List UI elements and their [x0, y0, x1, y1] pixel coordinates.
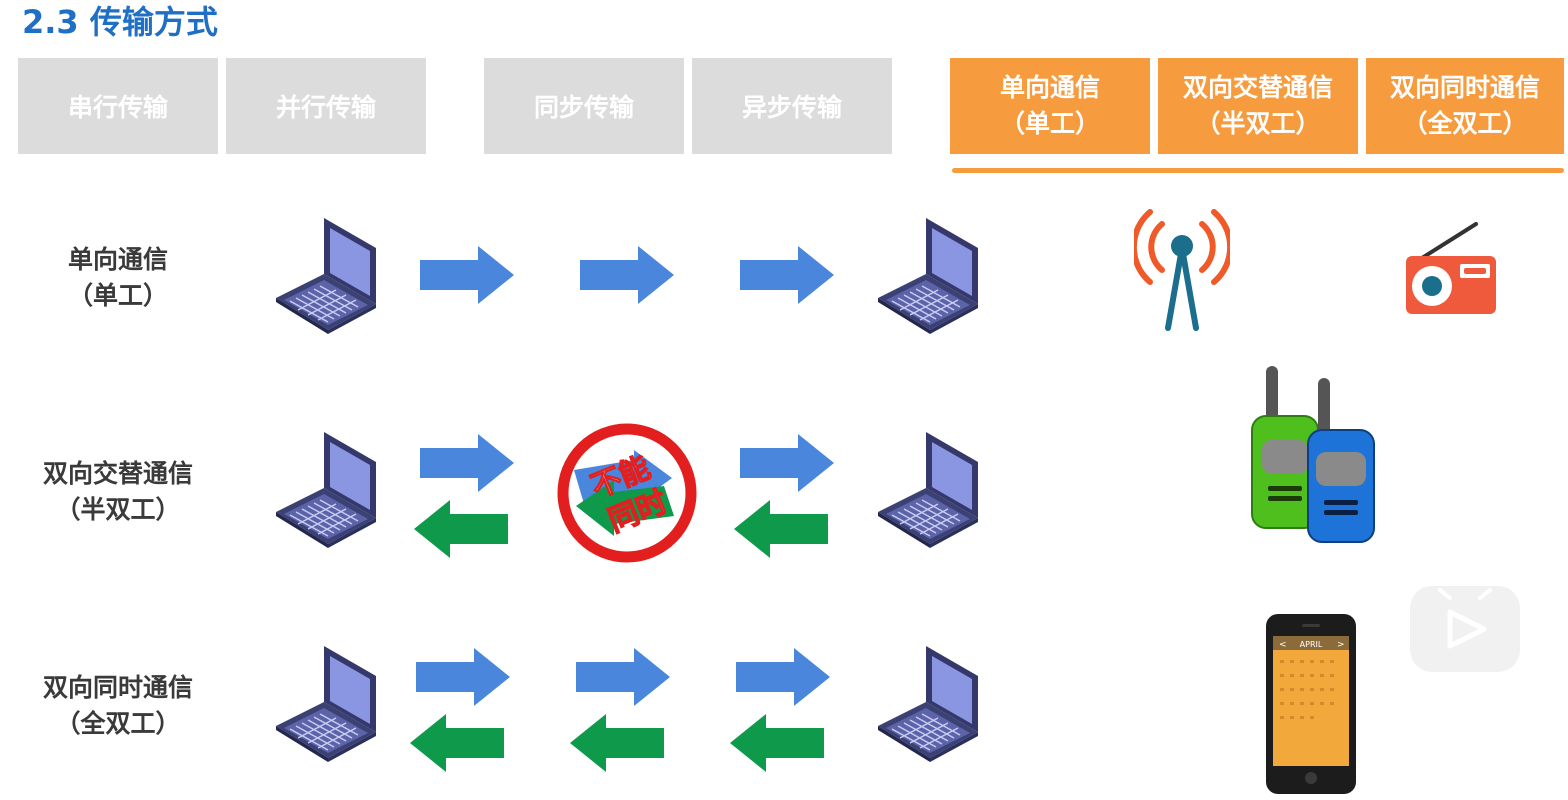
arrow-right-icon	[736, 648, 830, 706]
laptop-icon	[276, 432, 377, 549]
row-label-full-duplex-line2: （全双工）	[55, 709, 181, 738]
arrow-right-icon	[576, 648, 670, 706]
tab-simplex[interactable]: 单向通信 （单工）	[950, 58, 1150, 154]
walkie-talkie-icon	[1251, 366, 1375, 543]
tab-simplex-line1: 单向通信	[999, 73, 1100, 102]
arrow-left-icon	[730, 714, 824, 772]
page-title: 2.3 传输方式	[22, 3, 218, 41]
tab-full-duplex-line2: （全双工）	[1402, 109, 1528, 138]
smartphone-icon: APRIL < >	[1266, 614, 1356, 794]
arrow-right-icon	[740, 246, 834, 304]
row-label-full-duplex: 双向同时通信 （全双工）	[18, 670, 218, 742]
laptop-icon	[878, 218, 979, 335]
tab-sync[interactable]: 同步传输	[484, 58, 684, 154]
row-label-simplex-line1: 单向通信	[67, 245, 168, 274]
arrow-right-icon	[740, 434, 834, 492]
phone-next: >	[1337, 640, 1345, 650]
tab-parallel[interactable]: 并行传输	[226, 58, 426, 154]
arrow-left-icon	[414, 500, 508, 558]
tab-simplex-line2: （单工）	[999, 109, 1100, 138]
tab-async[interactable]: 异步传输	[692, 58, 892, 154]
row-label-half-duplex: 双向交替通信 （半双工）	[18, 456, 218, 528]
laptop-icon	[878, 432, 979, 549]
no-entry-icon: 不能 同时	[557, 423, 697, 563]
tab-full-duplex[interactable]: 双向同时通信 （全双工）	[1366, 58, 1564, 154]
play-button[interactable]	[1410, 586, 1520, 672]
arrow-right-icon	[416, 648, 510, 706]
arrow-right-icon	[420, 246, 514, 304]
arrow-left-icon	[410, 714, 504, 772]
laptop-icon	[276, 218, 377, 335]
tab-serial[interactable]: 串行传输	[18, 58, 218, 154]
tab-half-duplex-line2: （半双工）	[1195, 109, 1321, 138]
radio-icon	[1406, 222, 1496, 314]
arrow-left-icon	[734, 500, 828, 558]
tab-half-duplex-line1: 双向交替通信	[1182, 73, 1333, 102]
play-icon	[1438, 588, 1492, 649]
phone-month: APRIL	[1300, 640, 1323, 649]
active-tab-underline	[952, 168, 1564, 173]
row-label-half-duplex-line2: （半双工）	[55, 495, 181, 524]
phone-prev: <	[1279, 640, 1287, 650]
radio-tower-icon	[1134, 209, 1230, 331]
row-label-full-duplex-line1: 双向同时通信	[42, 673, 193, 702]
arrow-left-icon	[570, 714, 664, 772]
arrow-right-icon	[580, 246, 674, 304]
tab-half-duplex[interactable]: 双向交替通信 （半双工）	[1158, 58, 1358, 154]
row-label-simplex-line2: （单工）	[67, 281, 168, 310]
tab-full-duplex-line1: 双向同时通信	[1389, 73, 1540, 102]
row-label-simplex: 单向通信 （单工）	[18, 242, 218, 314]
arrow-right-icon	[420, 434, 514, 492]
row-label-half-duplex-line1: 双向交替通信	[42, 459, 193, 488]
laptop-icon	[276, 646, 377, 763]
laptop-icon	[878, 646, 979, 763]
